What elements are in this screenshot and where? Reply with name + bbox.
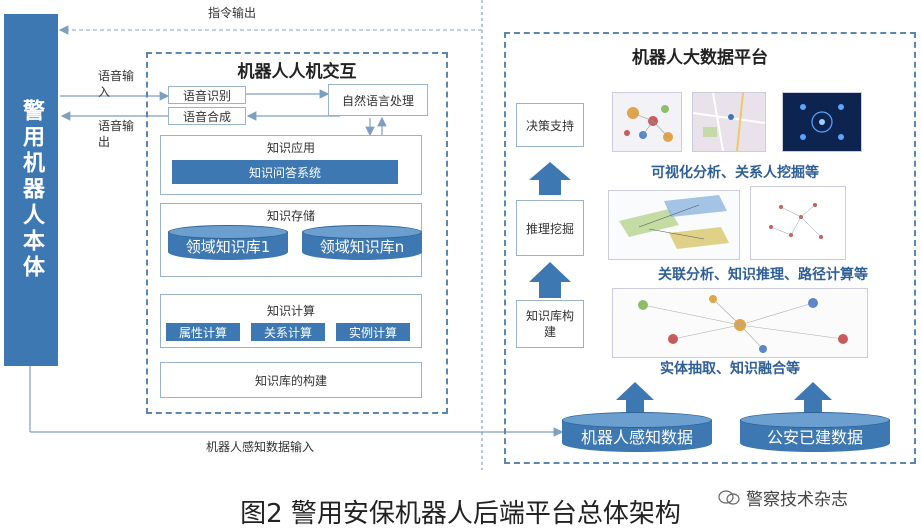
sensor-input-label: 机器人感知数据输入 [206, 440, 315, 454]
kb-build-box: 知识库的构建 [160, 362, 422, 398]
knowledge-storage-label: 知识存储 [266, 208, 315, 223]
command-output-label: 指令输出 [208, 6, 257, 20]
inference-mining-box: 推理挖掘 [516, 200, 584, 256]
network-dark-thumbnail [782, 92, 862, 152]
speech-recognition-box: 语音识别 [168, 86, 246, 104]
knowledge-compute-label: 知识计算 [266, 303, 315, 318]
hri-title: 机器人人机交互 [237, 61, 357, 82]
bigdata-title: 机器人大数据平台 [632, 47, 768, 68]
assoc-caption: 关联分析、知识推理、路径计算等 [658, 267, 868, 283]
sensor-data-label: 机器人感知数据 [580, 428, 693, 447]
figure-caption: 图2 警用安保机器人后端平台总体架构 [240, 498, 681, 529]
assoc-thumbnail-1 [608, 190, 740, 260]
kb-construction-box: 知识库构建 [516, 300, 584, 348]
viz-thumbnail-1 [612, 92, 682, 152]
watermark-text: 警察技术杂志 [746, 489, 848, 510]
knowledge-app-label: 知识应用 [266, 140, 315, 155]
dbn-cylinder-top [302, 225, 422, 239]
qa-system-bar: 知识问答系统 [172, 160, 398, 184]
extract-thumbnail [612, 288, 868, 358]
robot-body-label: 警用机器人本体 [19, 99, 44, 281]
assoc-thumbnail-2 [750, 186, 846, 260]
bigdata-panel [504, 32, 916, 464]
decision-support-box: 决策支持 [516, 103, 584, 147]
viz-caption: 可视化分析、关系人挖掘等 [651, 165, 819, 181]
speech-synthesis-box: 语音合成 [168, 107, 246, 125]
police-data-label: 公安已建数据 [766, 428, 863, 447]
voice-input-label: 语音输入 [98, 69, 135, 99]
nlp-box: 自然语言处理 [328, 84, 428, 116]
dbn-label: 领域知识库n [319, 237, 405, 256]
wechat-icon [718, 489, 740, 505]
sensor-data-cylinder-top [562, 412, 712, 428]
hri-panel [146, 52, 448, 414]
robot-body-block: 警用机器人本体 [4, 14, 58, 366]
watermark: 警察技术杂志 [718, 484, 914, 510]
voice-output-label: 语音输出 [98, 119, 135, 149]
relation-compute: 关系计算 [251, 323, 325, 341]
db1-label: 领域知识库1 [185, 237, 271, 256]
police-data-cylinder-top [740, 412, 890, 428]
db1-cylinder-top [168, 225, 288, 239]
extract-caption: 实体抽取、知识融合等 [660, 361, 800, 377]
map-thumbnail [692, 92, 766, 152]
instance-compute: 实例计算 [336, 323, 410, 341]
attribute-compute: 属性计算 [166, 323, 240, 341]
